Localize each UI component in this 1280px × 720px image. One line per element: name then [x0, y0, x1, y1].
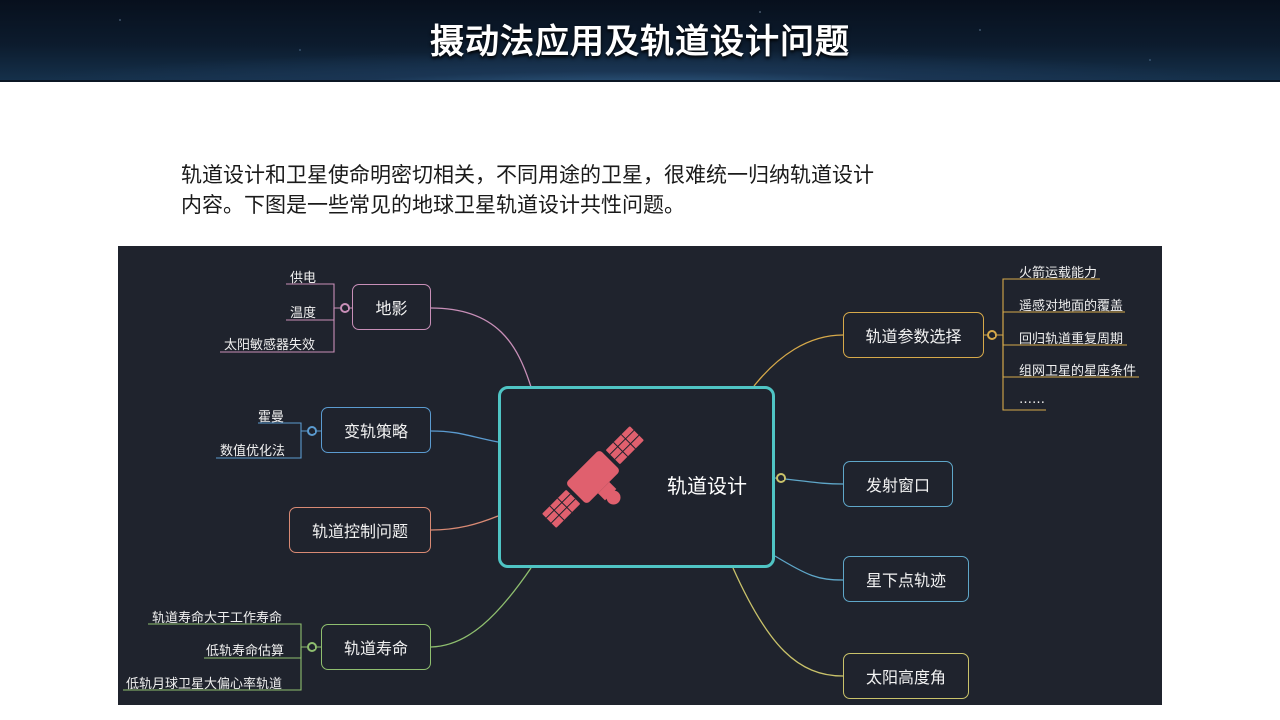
canshu-children-lines: [984, 278, 1139, 411]
center-node-label: 轨道设计: [667, 474, 747, 498]
branch-node-shouming[interactable]: 轨道寿命: [321, 624, 431, 670]
leaf-huoman: 霍曼: [258, 410, 285, 425]
leaf-taiyang-sensor: 太阳敏感器失效: [224, 338, 316, 353]
leaf-yueqiu: 低轨月球卫星大偏心率轨道: [126, 677, 283, 692]
branch-node-xingxia[interactable]: 星下点轨迹: [843, 556, 969, 602]
leaf-shuzhi: 数值优化法: [220, 444, 286, 459]
collapse-toggle-shouming[interactable]: [307, 642, 317, 652]
satellite-icon: [542, 426, 644, 528]
star-background: [0, 0, 1280, 80]
mind-map: 轨道设计 地影 供电 温度 太阳敏感器失效 变轨策略 霍曼 数值优化法 轨道控制…: [118, 246, 1162, 705]
collapse-toggle-canshu[interactable]: [987, 330, 997, 340]
connector-canshu: [753, 334, 844, 387]
collapse-toggle-diying[interactable]: [340, 303, 350, 313]
title-banner: 摄动法应用及轨道设计问题: [0, 0, 1280, 82]
leaf-ellipsis: ……: [1019, 392, 1045, 407]
mind-map-connectors: [123, 278, 1139, 691]
leaf-gongdian: 供电: [290, 271, 317, 286]
branch-node-kongzhi[interactable]: 轨道控制问题: [289, 507, 431, 553]
leaf-shouming-dayu: 轨道寿命大于工作寿命: [152, 611, 283, 626]
branch-node-fashe[interactable]: 发射窗口: [843, 461, 953, 507]
center-node[interactable]: 轨道设计: [498, 386, 775, 568]
intro-line-1: 轨道设计和卫星使命明密切相关，不同用途的卫星，很难统一归纳轨道设计: [181, 163, 874, 187]
branch-node-biangui[interactable]: 变轨策略: [321, 407, 431, 453]
branch-node-canshu[interactable]: 轨道参数选择: [843, 312, 984, 358]
intro-line-2: 内容。下图是一些常见的地球卫星轨道设计共性问题。: [181, 193, 685, 217]
page-title: 摄动法应用及轨道设计问题: [430, 22, 850, 62]
connector-diying: [430, 307, 532, 388]
branch-node-diying[interactable]: 地影: [352, 284, 431, 330]
leaf-yaogan: 遥感对地面的覆盖: [1019, 299, 1124, 314]
leaf-shouming-guji: 低轨寿命估算: [206, 644, 285, 659]
collapse-toggle-right[interactable]: [776, 473, 786, 483]
connector-kongzhi: [430, 515, 499, 531]
leaf-zuwang: 组网卫星的星座条件: [1019, 364, 1137, 379]
connector-biangui: [430, 430, 499, 443]
connector-xingxia: [774, 555, 844, 581]
intro-paragraph: 轨道设计和卫星使命明密切相关，不同用途的卫星，很难统一归纳轨道设计 内容。下图是…: [181, 160, 981, 220]
leaf-huojian: 火箭运载能力: [1019, 266, 1098, 281]
connector-taiyang: [732, 567, 844, 677]
leaf-wendu: 温度: [290, 306, 317, 321]
connector-shouming: [430, 567, 532, 648]
branch-node-taiyang[interactable]: 太阳高度角: [843, 653, 969, 699]
collapse-toggle-biangui[interactable]: [307, 426, 317, 436]
leaf-huigui: 回归轨道重复周期: [1019, 332, 1124, 347]
diying-children-lines: [220, 283, 352, 353]
